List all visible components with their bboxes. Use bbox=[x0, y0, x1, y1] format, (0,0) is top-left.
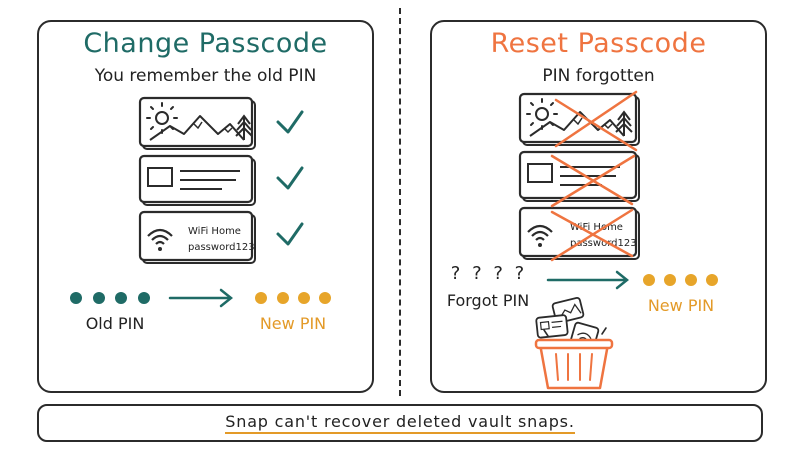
arrow-right-icon bbox=[168, 288, 234, 308]
wifi-card-right: WiFi Home password123 bbox=[518, 206, 640, 260]
new-pin-label-left: New PIN bbox=[259, 314, 327, 333]
wifi-name-left: WiFi Home bbox=[188, 226, 241, 237]
new-pin-dot bbox=[255, 292, 267, 304]
photo-card-left bbox=[138, 96, 256, 150]
old-pin-dot bbox=[115, 292, 127, 304]
cross-out-icon bbox=[550, 90, 638, 262]
forgot-pin-label: Forgot PIN bbox=[446, 291, 530, 310]
trash-bin-icon bbox=[534, 296, 614, 390]
new-pin-dot bbox=[298, 292, 310, 304]
change-passcode-title: Change Passcode bbox=[83, 28, 328, 59]
footer-note: Snap can't recover deleted vault snaps. bbox=[37, 404, 763, 442]
new-pin-dot bbox=[643, 274, 655, 286]
old-pin-dot bbox=[138, 292, 150, 304]
old-pin-dot bbox=[70, 292, 82, 304]
wifi-card-left: WiFi Home password123 bbox=[138, 210, 256, 264]
checkmark-icon bbox=[276, 166, 304, 190]
arrow-right-icon bbox=[546, 270, 630, 290]
photo-card-right bbox=[518, 92, 640, 146]
wifi-name-right: WiFi Home bbox=[570, 222, 623, 233]
new-pin-dot bbox=[706, 274, 718, 286]
document-card-left bbox=[138, 154, 256, 206]
change-passcode-subtitle: You remember the old PIN bbox=[94, 66, 317, 86]
new-pin-dot bbox=[277, 292, 289, 304]
wifi-password-right: password123 bbox=[570, 238, 637, 249]
footer-text: Snap can't recover deleted vault snaps. bbox=[225, 412, 575, 434]
checkmark-icon bbox=[276, 110, 304, 134]
checkmark-icon bbox=[276, 222, 304, 246]
new-pin-dot bbox=[685, 274, 697, 286]
wifi-password-left: password123 bbox=[188, 242, 255, 253]
old-pin-dot bbox=[93, 292, 105, 304]
reset-passcode-subtitle: PIN forgotten bbox=[542, 66, 655, 86]
change-passcode-panel bbox=[37, 20, 374, 393]
new-pin-dot bbox=[319, 292, 331, 304]
new-pin-label-right: New PIN bbox=[647, 296, 715, 315]
old-pin-label: Old PIN bbox=[85, 314, 145, 333]
document-card-right bbox=[518, 150, 640, 202]
new-pin-dot bbox=[664, 274, 676, 286]
reset-passcode-title: Reset Passcode bbox=[490, 28, 707, 59]
question-marks: ? ? ? ? bbox=[450, 263, 528, 284]
dashed-divider bbox=[399, 8, 401, 396]
